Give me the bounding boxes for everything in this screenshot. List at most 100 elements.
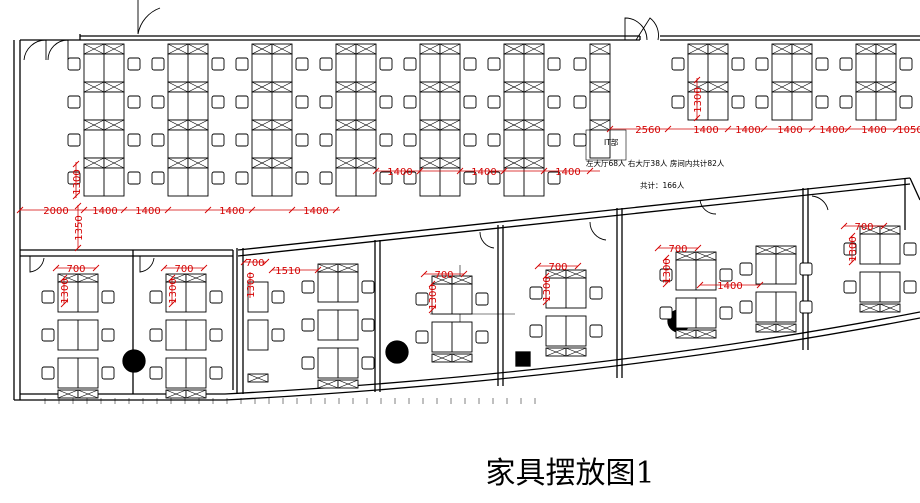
desk [271, 43, 293, 55]
caption-text: 家具摆放图1 [485, 456, 655, 491]
dimension-tick [200, 264, 208, 272]
dimension-tick [314, 266, 322, 274]
dimension-tick [60, 300, 68, 308]
desk [103, 119, 125, 131]
desk [879, 225, 901, 235]
door-swing [137, 0, 161, 35]
headcount-note: 左大厅68人 右大厅38人 房间内共计82人 [586, 158, 725, 168]
chair [151, 171, 165, 185]
dimension-tick [808, 125, 816, 133]
dimension-label: 1400 [92, 206, 117, 217]
desk [791, 43, 813, 55]
chair [731, 57, 745, 71]
dimension-tick [372, 167, 380, 175]
chair [101, 328, 115, 342]
desk [419, 81, 441, 93]
desk [523, 81, 545, 93]
chair [379, 95, 393, 109]
chair [547, 171, 561, 185]
chair [899, 57, 913, 71]
dimension-tick [428, 306, 436, 314]
chair [127, 171, 141, 185]
desk [187, 43, 209, 55]
wall [909, 177, 920, 201]
desk [83, 43, 105, 55]
desk [707, 81, 729, 93]
dimension-tick [662, 280, 670, 288]
desk-surface [247, 319, 269, 351]
chair [799, 300, 813, 314]
chair [843, 280, 857, 294]
desk [775, 245, 797, 255]
desk [875, 81, 897, 93]
desk [271, 119, 293, 131]
desk [707, 43, 729, 55]
corridor-wall-inner [237, 183, 911, 257]
chair [529, 324, 543, 338]
chair [839, 57, 853, 71]
desk [695, 251, 717, 261]
chair [127, 133, 141, 147]
dimension-tick [724, 125, 732, 133]
chair [235, 171, 249, 185]
desk [185, 389, 207, 399]
desk [355, 81, 377, 93]
dimension-tick [160, 264, 168, 272]
desk [187, 157, 209, 169]
desk [337, 263, 359, 273]
chair [573, 133, 587, 147]
desk [545, 347, 567, 357]
chair [547, 133, 561, 147]
desk [419, 119, 441, 131]
dimension-label: 2000 [43, 206, 68, 217]
chair [379, 133, 393, 147]
desk [755, 245, 777, 255]
desk [771, 43, 793, 55]
chair [719, 268, 733, 282]
door-swing [479, 231, 495, 249]
dimension-tick [586, 167, 594, 175]
chair [463, 57, 477, 71]
desk [431, 353, 453, 363]
dimension-tick [848, 258, 856, 266]
dimension-label: 1300 [428, 284, 439, 309]
dimension-label: 1400 [777, 125, 802, 136]
dimension-label: 700 [66, 264, 85, 275]
chair [487, 133, 501, 147]
desk [251, 81, 273, 93]
door-swing [139, 256, 155, 273]
desk [271, 157, 293, 169]
chair [41, 328, 55, 342]
desk [775, 323, 797, 333]
desk [523, 43, 545, 55]
desk [523, 119, 545, 131]
dimension-tick [696, 281, 704, 289]
desk [271, 81, 293, 93]
chair [127, 95, 141, 109]
dimension-label: 1400 [219, 206, 244, 217]
desk [419, 157, 441, 169]
dimension-label: 1300 [693, 87, 704, 112]
desk [335, 119, 357, 131]
dimension-label: 1300 [246, 272, 257, 297]
dimension-label: 1400 [303, 206, 328, 217]
chair [547, 57, 561, 71]
dimension-tick [60, 274, 68, 282]
door-swing [811, 195, 829, 211]
chair [671, 95, 685, 109]
dimension-label: 1400 [555, 167, 580, 178]
dimension-tick [606, 125, 614, 133]
column [122, 349, 146, 373]
desk [589, 81, 611, 93]
chair [899, 95, 913, 109]
chair [573, 57, 587, 71]
dimension-tick [72, 160, 80, 168]
chair [903, 280, 917, 294]
desk [503, 119, 525, 131]
dimension-tick [662, 254, 670, 262]
dimension-tick [542, 298, 550, 306]
chair [731, 95, 745, 109]
dimension-tick [420, 270, 428, 278]
desk [355, 157, 377, 169]
